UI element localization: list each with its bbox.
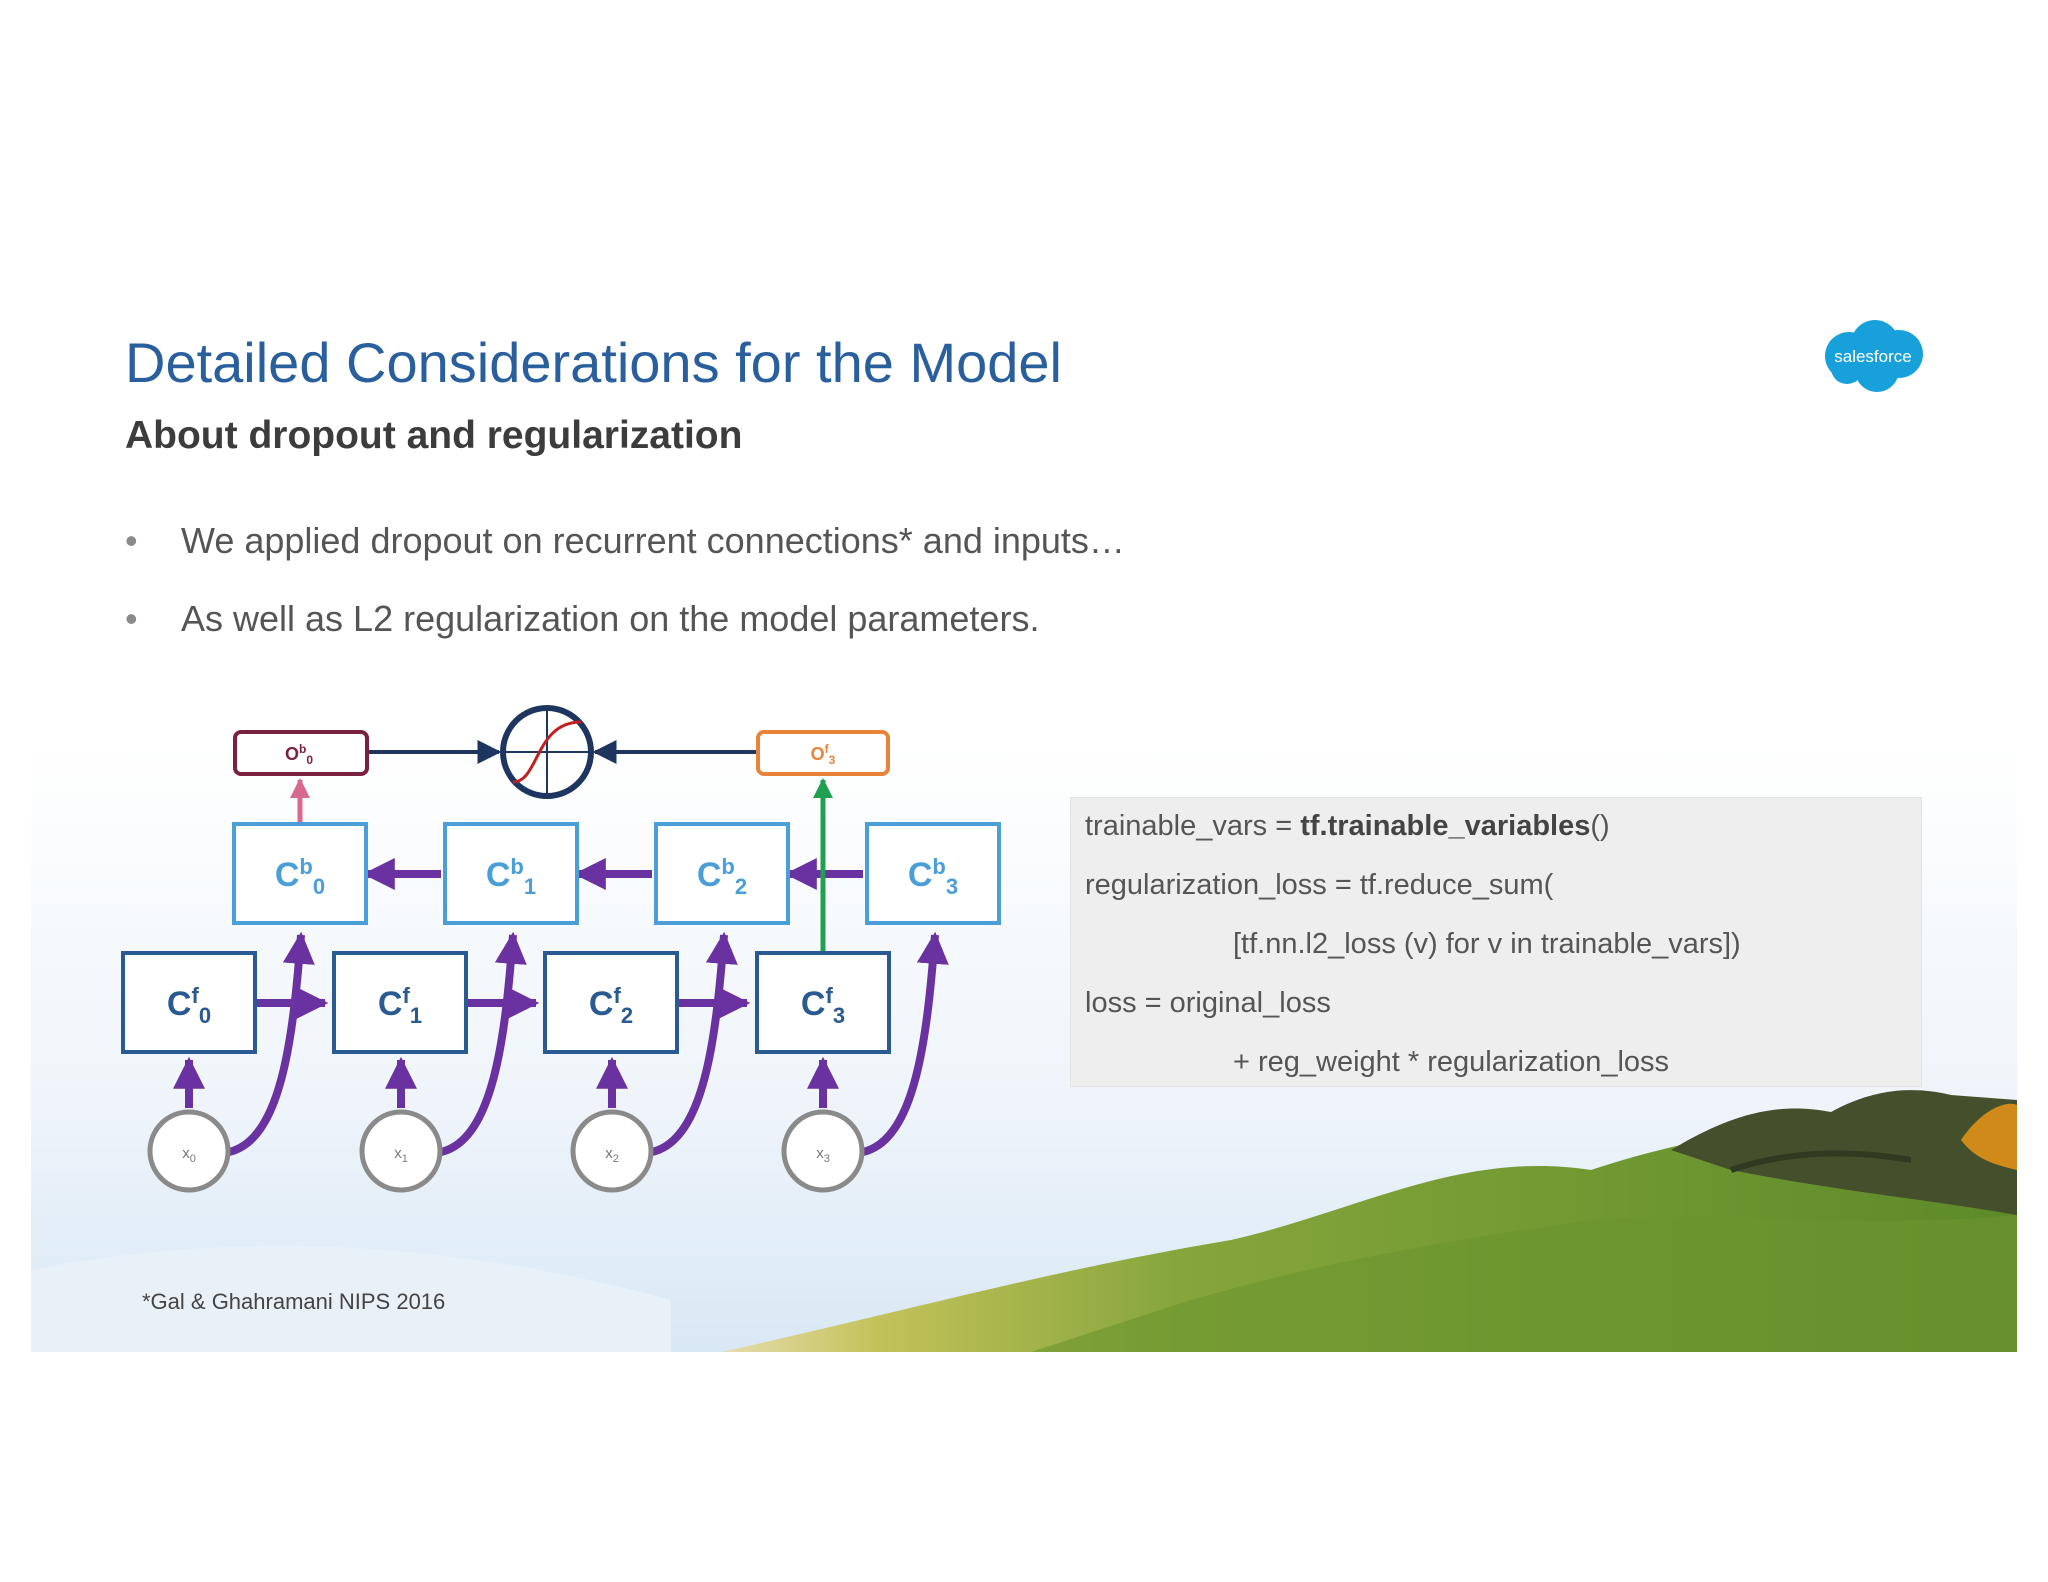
svg-text:Cb2: Cb2 bbox=[697, 854, 747, 899]
output-node-f: Of3 bbox=[756, 730, 890, 776]
backward-cell: Cb1 bbox=[443, 822, 579, 925]
svg-text:Cf3: Cf3 bbox=[801, 983, 845, 1028]
input-node: x1 bbox=[359, 1109, 443, 1193]
landscape-background bbox=[31, 0, 2017, 1352]
input-skip-arrow bbox=[439, 931, 527, 1156]
code-line: + reg_weight * regularization_loss bbox=[1233, 1046, 1670, 1078]
svg-text:Cb1: Cb1 bbox=[486, 854, 536, 899]
footnote: *Gal & Ghahramani NIPS 2016 bbox=[142, 1289, 446, 1314]
bidirectional-rnn-diagram: Ob0 Of3 Cb0 Cb1 Cb2 Cb3 Cf0 bbox=[121, 705, 1001, 1193]
salesforce-logo: salesforce bbox=[1825, 320, 1923, 392]
svg-text:Cf0: Cf0 bbox=[167, 983, 211, 1028]
forward-cell: Cf2 bbox=[543, 951, 679, 1054]
svg-text:Cf1: Cf1 bbox=[378, 983, 422, 1028]
cloud-icon bbox=[1825, 320, 1923, 392]
input-skip-arrow bbox=[227, 931, 315, 1156]
sigmoid-curve bbox=[512, 720, 582, 784]
input-skip-arrow bbox=[650, 931, 738, 1156]
svg-text:Cf2: Cf2 bbox=[589, 983, 633, 1028]
svg-text:x1: x1 bbox=[394, 1145, 408, 1165]
input-arrows bbox=[173, 1056, 839, 1108]
svg-text:Cb3: Cb3 bbox=[908, 854, 958, 899]
code-block: trainable_vars = tf.trainable_variables(… bbox=[1070, 797, 1922, 1087]
input-node: x0 bbox=[147, 1109, 231, 1193]
code-line: regularization_loss = tf.reduce_sum( bbox=[1085, 869, 1554, 901]
slide: Detailed Considerations for the Model Ab… bbox=[31, 0, 2017, 1352]
input-node: x3 bbox=[781, 1109, 865, 1193]
sigmoid-node bbox=[500, 705, 594, 799]
forward-cell: Cf0 bbox=[121, 951, 257, 1054]
input-node: x2 bbox=[570, 1109, 654, 1193]
bullet-text: As well as L2 regularization on the mode… bbox=[181, 598, 1040, 639]
input-skip-arrows bbox=[227, 931, 949, 1156]
input-skip-arrow bbox=[861, 931, 949, 1156]
code-line: trainable_vars = tf.trainable_variables(… bbox=[1085, 810, 1610, 843]
backward-cell: Cb2 bbox=[654, 822, 790, 925]
code-line: loss = original_loss bbox=[1085, 987, 1331, 1019]
bullet-marker: • bbox=[125, 598, 138, 639]
svg-text:x2: x2 bbox=[605, 1145, 619, 1165]
backward-cell: Cb3 bbox=[865, 822, 1001, 925]
svg-text:Ob0: Ob0 bbox=[285, 742, 313, 767]
svg-text:x0: x0 bbox=[182, 1145, 196, 1165]
code-line: [tf.nn.l2_loss (v) for v in trainable_va… bbox=[1233, 928, 1741, 960]
svg-text:Of3: Of3 bbox=[811, 742, 836, 767]
svg-text:Cb0: Cb0 bbox=[275, 854, 325, 899]
forward-cell: Cf1 bbox=[332, 951, 468, 1054]
bullet-marker: • bbox=[125, 520, 138, 561]
code-text: () bbox=[1590, 810, 1610, 842]
code-function: tf.trainable_variables bbox=[1300, 810, 1591, 842]
svg-text:x3: x3 bbox=[816, 1145, 830, 1165]
slide-title: Detailed Considerations for the Model bbox=[125, 331, 1062, 394]
bullet-text: We applied dropout on recurrent connecti… bbox=[181, 520, 1125, 561]
slide-subtitle: About dropout and regularization bbox=[125, 414, 743, 457]
forward-cell: Cf3 bbox=[755, 951, 891, 1054]
output-node-b: Ob0 bbox=[233, 730, 369, 776]
logo-text: salesforce bbox=[1834, 347, 1911, 366]
code-text: trainable_vars = bbox=[1085, 810, 1301, 842]
backward-cell: Cb0 bbox=[232, 822, 368, 925]
